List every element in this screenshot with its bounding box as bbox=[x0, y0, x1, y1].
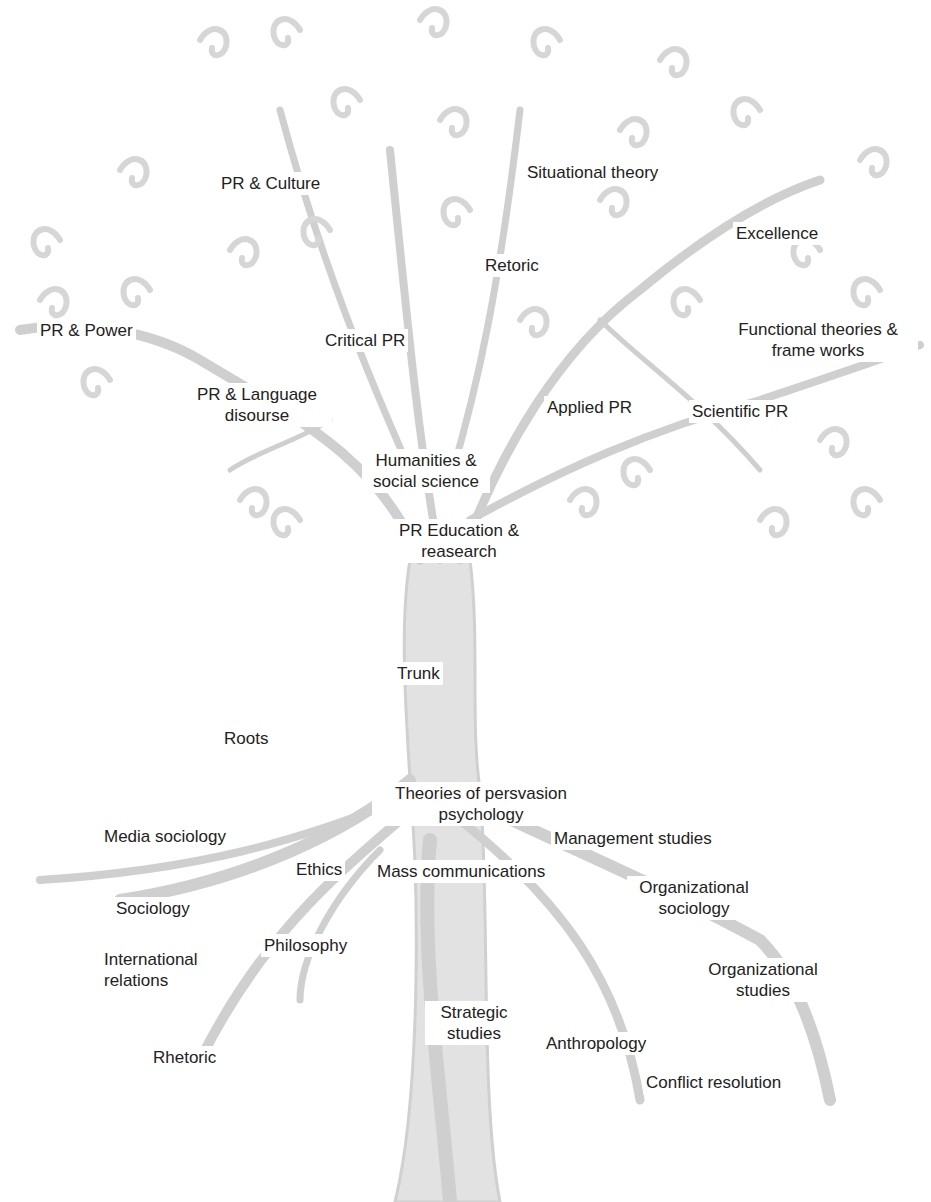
branch-label: Anthropology bbox=[543, 1032, 649, 1055]
branch-label: Theories of persvasion psychology bbox=[372, 782, 590, 826]
root bbox=[40, 800, 400, 880]
canopy-swirl bbox=[733, 99, 760, 125]
canopy-swirl bbox=[273, 509, 300, 535]
root bbox=[470, 800, 830, 1100]
canopy-swirl bbox=[853, 279, 880, 305]
canopy-swirl bbox=[40, 289, 67, 315]
canopy-swirl bbox=[440, 109, 467, 135]
branch-label: Management studies bbox=[551, 827, 715, 850]
canopy-swirl bbox=[853, 489, 880, 515]
branch-label: Situational theory bbox=[524, 161, 661, 184]
branch-label: Conflict resolution bbox=[643, 1071, 784, 1094]
canopy-swirl bbox=[533, 29, 560, 55]
branch-label: Trunk bbox=[394, 662, 443, 685]
branch-label: Applied PR bbox=[544, 396, 635, 419]
branch bbox=[390, 150, 440, 560]
branch-label: PR & Culture bbox=[218, 172, 323, 195]
canopy-swirl bbox=[443, 199, 470, 225]
branch-label: Sociology bbox=[113, 897, 193, 920]
branch-label: Humanities & social science bbox=[362, 449, 490, 493]
branch-label: Philosophy bbox=[261, 934, 350, 957]
canopy-swirl bbox=[673, 289, 700, 315]
branch-label: Functional theories & frame works bbox=[718, 318, 918, 362]
canopy-swirl bbox=[123, 279, 150, 305]
canopy-swirl bbox=[620, 119, 647, 145]
canopy-swirl bbox=[760, 509, 787, 535]
branch bbox=[20, 326, 420, 560]
branch-label: Strategic studies bbox=[425, 1001, 523, 1045]
canopy-swirl bbox=[240, 489, 267, 515]
branch-label: Mass communications bbox=[374, 860, 548, 883]
branch-label: PR & Power bbox=[37, 319, 136, 342]
branch-label: Excellence bbox=[733, 222, 821, 245]
canopy-swirl bbox=[33, 229, 60, 255]
branch-label: PR & Language disourse bbox=[182, 383, 332, 427]
branch-label: Scientific PR bbox=[689, 400, 791, 423]
canopy-swirl bbox=[120, 159, 147, 185]
branch-label: Rhetoric bbox=[150, 1046, 219, 1069]
branch-label: Organizational studies bbox=[695, 958, 831, 1002]
branch bbox=[450, 110, 520, 480]
canopy-swirl bbox=[570, 489, 597, 515]
branch bbox=[230, 420, 330, 470]
branch-label: Media sociology bbox=[101, 825, 229, 848]
branch-label: Roots bbox=[221, 727, 271, 750]
branch-label: Ethics bbox=[293, 858, 345, 881]
canopy-swirl bbox=[860, 149, 887, 175]
canopy-swirl bbox=[230, 239, 257, 265]
branch bbox=[470, 345, 920, 520]
canopy-swirl bbox=[83, 369, 110, 395]
branch-label: Retoric bbox=[482, 254, 542, 277]
canopy-swirl bbox=[820, 429, 847, 455]
branch-label: Critical PR bbox=[322, 329, 408, 352]
branch-label: Organizational sociology bbox=[627, 876, 761, 920]
canopy-swirl bbox=[660, 49, 687, 75]
canopy-swirl bbox=[520, 309, 547, 335]
canopy-swirl bbox=[333, 89, 360, 115]
canopy-swirl bbox=[273, 19, 300, 45]
branch-label: PR Education & reasearch bbox=[390, 519, 528, 563]
branch-label: International relations bbox=[101, 948, 227, 992]
canopy-swirl bbox=[623, 459, 650, 485]
canopy-swirl bbox=[600, 189, 627, 215]
canopy-swirl bbox=[303, 219, 330, 245]
canopy-swirl bbox=[200, 29, 227, 55]
canopy-swirl bbox=[420, 9, 447, 35]
